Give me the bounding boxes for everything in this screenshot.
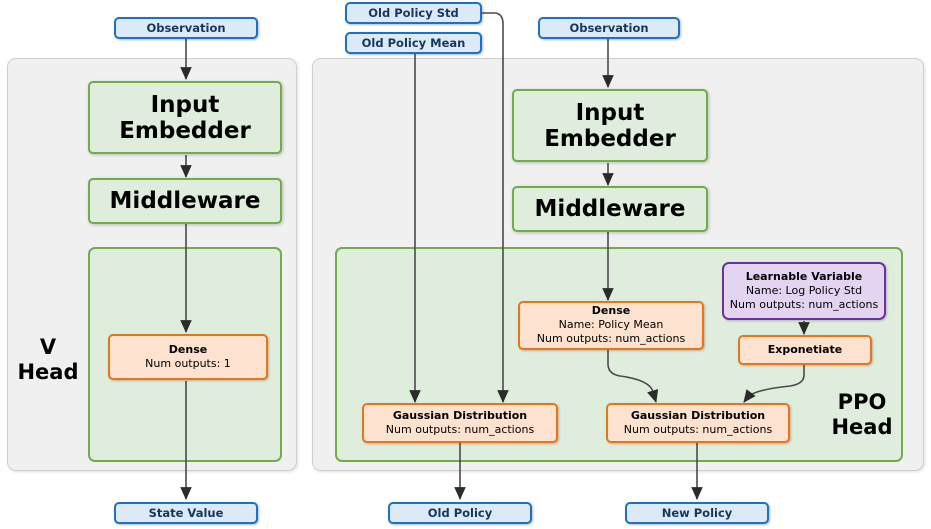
v-head-title-line2: Head [17,359,79,384]
ppo-input-embedder-label: Input Embedder [544,99,676,152]
ppo-head-title-line2: Head [831,414,893,439]
input-observation-ppo-label: Observation [569,21,649,35]
output-old-policy[interactable]: Old Policy [388,502,532,524]
input-observation-ppo[interactable]: Observation [538,17,680,39]
ppo-learnable-variable-name: Learnable Variable [745,269,863,283]
ppo-dense-name: Dense [591,304,631,318]
v-dense-num-outputs: Num outputs: 1 [145,356,231,370]
v-middleware[interactable]: Middleware [88,178,282,224]
input-old-policy-mean-label: Old Policy Mean [361,36,466,50]
v-middleware-label: Middleware [109,188,261,214]
v-dense-name: Dense [168,342,208,356]
ppo-head-title-line1: PPO [837,390,887,414]
ppo-gaussian-old-name: Gaussian Distribution [392,408,528,422]
output-new-policy-label: New Policy [661,506,733,520]
ppo-gaussian-distribution-new[interactable]: Gaussian Distribution Num outputs: num_a… [606,403,790,443]
ppo-gaussian-distribution-old[interactable]: Gaussian Distribution Num outputs: num_a… [362,403,558,443]
ppo-middleware-label: Middleware [534,196,686,222]
ppo-exponetiate[interactable]: Exponetiate [738,335,872,365]
input-observation-v-label: Observation [146,21,226,35]
v-head-title-line1: V [39,335,57,359]
ppo-exponetiate-label: Exponetiate [767,343,843,357]
ppo-dense-policy-mean[interactable]: Dense Name: Policy Mean Num outputs: num… [518,301,704,350]
v-input-embedder[interactable]: Input Embedder [88,81,282,154]
ppo-learnable-variable-param-name: Name: Log Policy Std [745,283,863,297]
input-observation-v[interactable]: Observation [114,17,258,39]
ppo-dense-num-outputs: Num outputs: num_actions [536,332,686,346]
output-state-value-label: State Value [148,506,224,520]
ppo-dense-param-name: Name: Policy Mean [558,318,664,332]
ppo-gaussian-new-name: Gaussian Distribution [630,408,766,422]
ppo-learnable-variable-num-outputs: Num outputs: num_actions [729,297,879,311]
ppo-middleware[interactable]: Middleware [512,186,708,232]
ppo-gaussian-old-num-outputs: Num outputs: num_actions [385,422,535,436]
input-old-policy-mean[interactable]: Old Policy Mean [345,32,482,54]
v-head-title: V Head [12,335,84,385]
input-old-policy-std-label: Old Policy Std [368,6,459,20]
v-input-embedder-label: Input Embedder [119,91,251,144]
output-old-policy-label: Old Policy [427,506,493,520]
v-dense[interactable]: Dense Num outputs: 1 [108,334,268,380]
ppo-gaussian-new-num-outputs: Num outputs: num_actions [623,422,773,436]
output-new-policy[interactable]: New Policy [625,502,769,524]
ppo-input-embedder[interactable]: Input Embedder [512,89,708,162]
ppo-head-title: PPO Head [822,390,902,440]
ppo-learnable-variable[interactable]: Learnable Variable Name: Log Policy Std … [722,262,886,320]
output-state-value[interactable]: State Value [114,502,258,524]
input-old-policy-std[interactable]: Old Policy Std [345,2,482,24]
